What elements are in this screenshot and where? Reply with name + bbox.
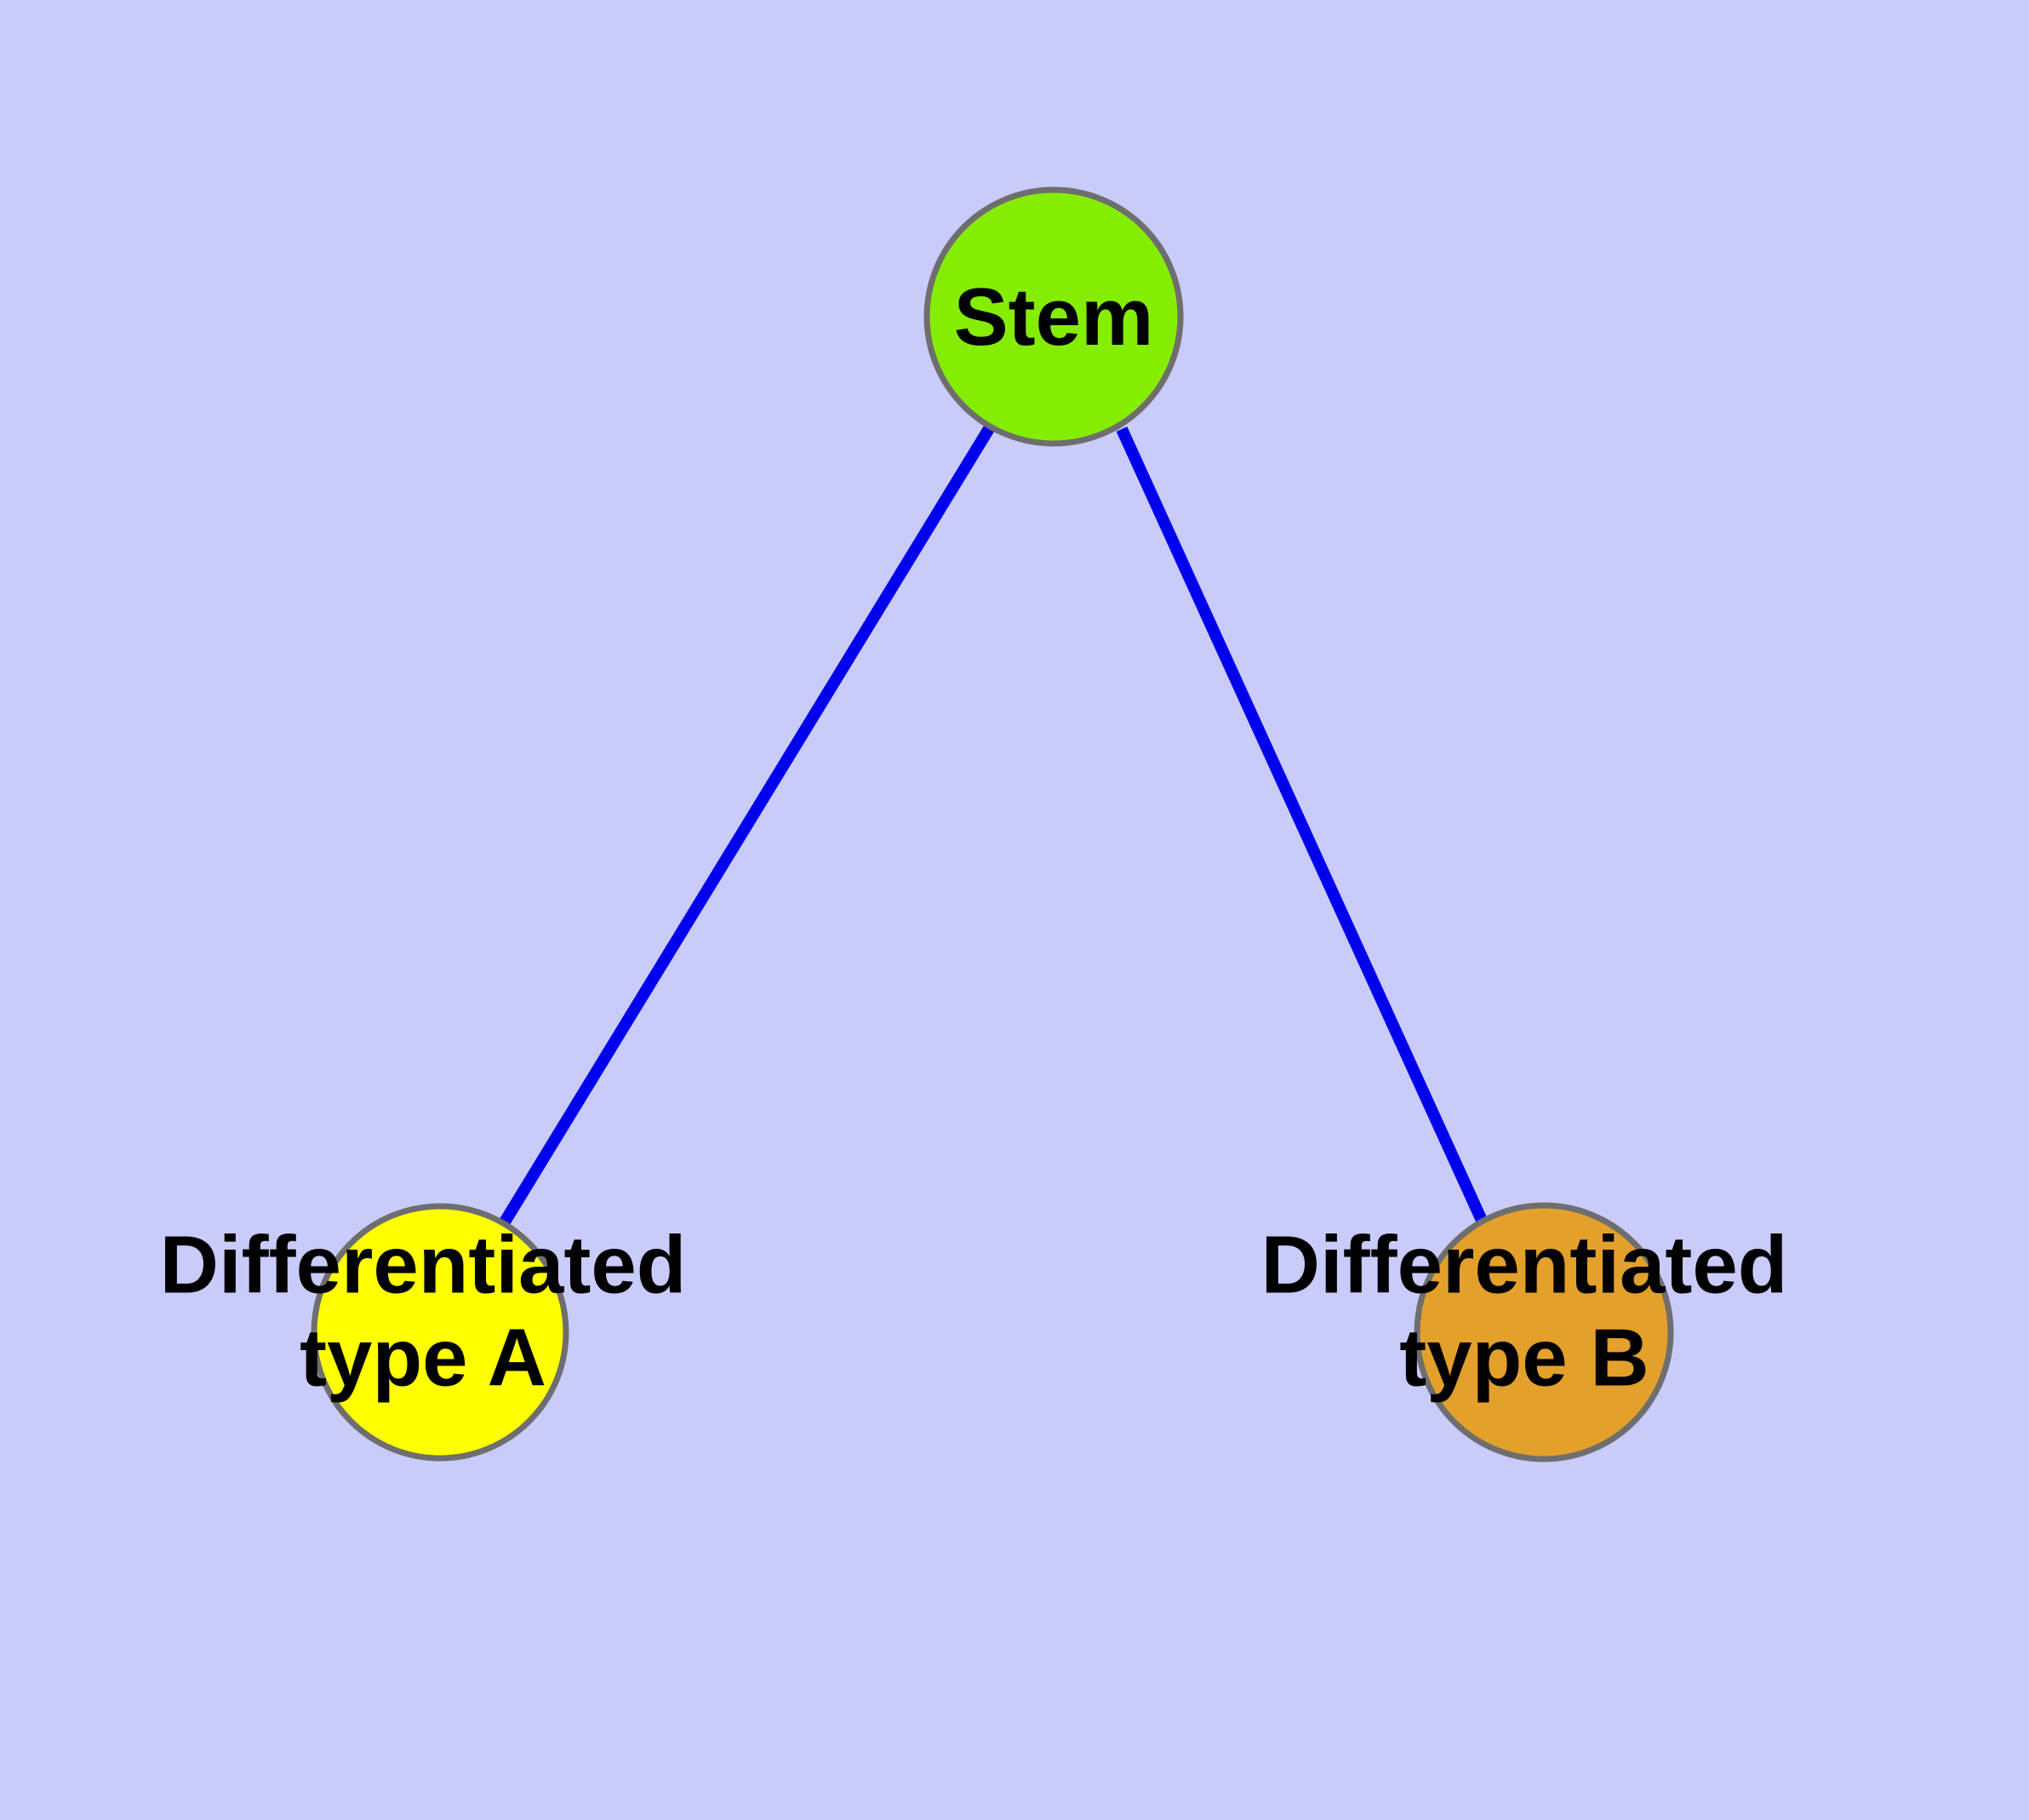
node-diff-a[interactable]: [311, 1203, 569, 1462]
node-label-line: Stem: [954, 272, 1154, 363]
node-layer: [311, 186, 1674, 1462]
node-label-line: Differentiated: [160, 1219, 687, 1310]
edge-stem-to-diff-b[interactable]: [1116, 426, 1489, 1227]
node-label-line: Differentiated: [1261, 1219, 1788, 1310]
edge-layer: [499, 424, 1489, 1227]
node-label-stem: Stem: [954, 272, 1154, 363]
node-diff-b[interactable]: [1414, 1202, 1674, 1462]
node-stem[interactable]: [923, 186, 1184, 447]
edge-stem-to-diff-a[interactable]: [499, 424, 995, 1227]
node-label-line: type A: [300, 1312, 546, 1403]
node-label-line: type B: [1399, 1312, 1649, 1403]
